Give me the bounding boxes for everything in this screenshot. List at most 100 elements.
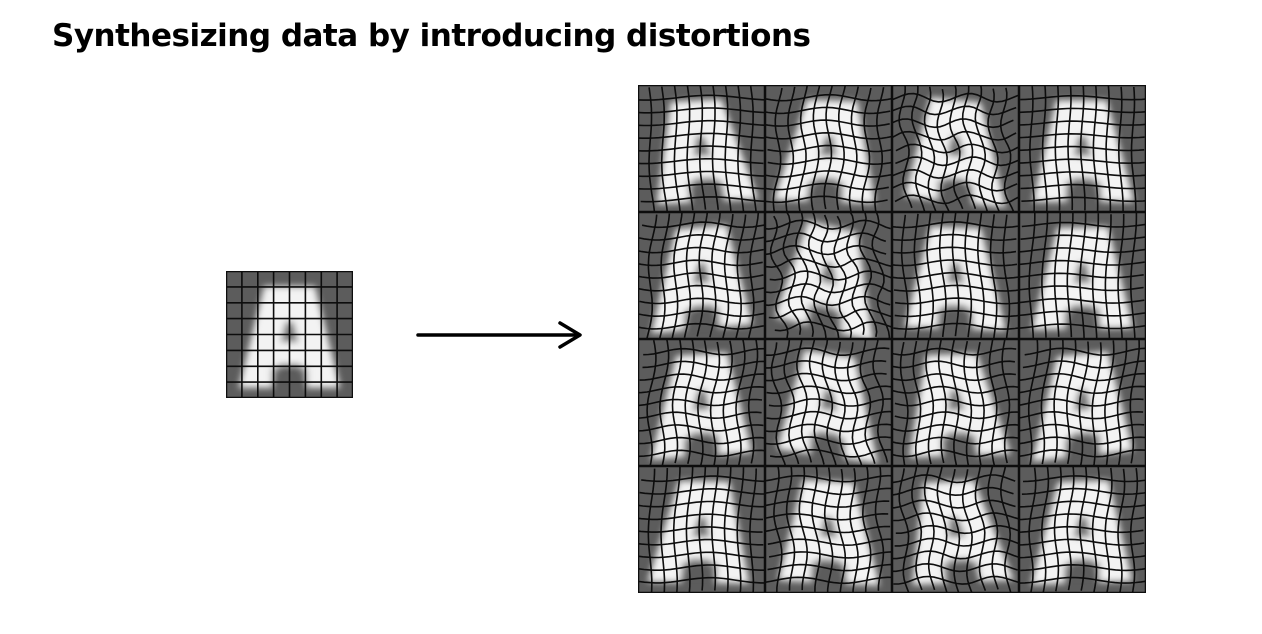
grid-line-horizontal bbox=[1019, 449, 1146, 458]
grid-line-horizontal bbox=[765, 525, 891, 534]
grid-line-vertical bbox=[1091, 213, 1100, 339]
grid-line-horizontal bbox=[892, 562, 1018, 573]
grid-line-vertical bbox=[849, 468, 859, 593]
grid-line-vertical bbox=[711, 85, 719, 210]
tile-border bbox=[1019, 212, 1146, 339]
tile-border bbox=[638, 212, 765, 339]
grid-line-horizontal bbox=[638, 170, 765, 178]
grid-line-horizontal bbox=[894, 537, 1019, 547]
distorted-tile bbox=[765, 212, 892, 339]
grid-line-vertical bbox=[949, 85, 964, 210]
grid-line-horizontal bbox=[765, 170, 892, 178]
grid-line-horizontal bbox=[765, 295, 891, 307]
grid-line-horizontal bbox=[638, 538, 764, 546]
warp-grid bbox=[638, 466, 765, 593]
grid-line-horizontal bbox=[768, 551, 892, 559]
grid-line-vertical bbox=[1002, 214, 1011, 339]
grid-line-horizontal bbox=[769, 270, 892, 281]
tile-border bbox=[638, 466, 765, 593]
warp-grid bbox=[226, 271, 353, 398]
grid-line-horizontal bbox=[638, 564, 765, 571]
grid-line-horizontal bbox=[638, 158, 764, 165]
grid-line-horizontal bbox=[1019, 410, 1144, 420]
grid-line-horizontal bbox=[1020, 183, 1146, 190]
grid-line-horizontal bbox=[1019, 398, 1144, 407]
warp-grid bbox=[892, 212, 1019, 339]
grid-line-vertical bbox=[1104, 214, 1112, 339]
letter-a-notch bbox=[683, 434, 720, 460]
letter-a-counter bbox=[1073, 262, 1092, 284]
grid-line-horizontal bbox=[770, 448, 892, 458]
grid-line-horizontal bbox=[1019, 323, 1146, 330]
letter-a-notch bbox=[684, 307, 720, 334]
grid-line-horizontal bbox=[638, 551, 765, 559]
tile-border bbox=[765, 339, 892, 466]
grid-line-horizontal bbox=[1019, 272, 1144, 279]
warp-grid bbox=[892, 85, 1019, 212]
distorted-tile bbox=[638, 466, 765, 593]
warp-grid bbox=[1019, 339, 1146, 466]
original-letter-tile bbox=[226, 271, 353, 398]
distorted-tile bbox=[892, 85, 1019, 212]
grid-line-vertical bbox=[846, 342, 863, 466]
grid-line-horizontal bbox=[766, 410, 892, 420]
grid-line-horizontal bbox=[638, 272, 764, 279]
warp-grid bbox=[765, 339, 892, 466]
grid-line-horizontal bbox=[767, 157, 892, 166]
distorted-tile bbox=[638, 85, 765, 212]
warp-grid bbox=[892, 339, 1019, 466]
grid-line-horizontal bbox=[894, 398, 1019, 407]
warp-grid bbox=[765, 466, 892, 593]
grid-line-horizontal bbox=[638, 310, 765, 318]
grid-line-vertical bbox=[961, 469, 973, 593]
tile-border bbox=[638, 85, 765, 212]
grid-line-vertical bbox=[1129, 468, 1139, 593]
grid-line-vertical bbox=[1129, 339, 1141, 464]
grid-line-vertical bbox=[737, 85, 745, 212]
grid-line-vertical bbox=[974, 85, 989, 212]
grid-line-vertical bbox=[836, 85, 847, 210]
grid-line-vertical bbox=[874, 466, 885, 591]
grid-line-horizontal bbox=[894, 194, 1019, 205]
grid-line-vertical bbox=[747, 212, 760, 339]
grid-line-horizontal bbox=[893, 575, 1019, 585]
grid-line-vertical bbox=[807, 212, 827, 339]
tile-border bbox=[638, 339, 765, 466]
grid-line-horizontal bbox=[1021, 196, 1146, 203]
grid-line-vertical bbox=[710, 466, 719, 591]
letter-a-notch bbox=[940, 434, 979, 459]
grid-line-horizontal bbox=[1019, 310, 1146, 317]
grid-line-horizontal bbox=[765, 576, 892, 585]
grid-line-horizontal bbox=[768, 398, 892, 407]
grid-line-vertical bbox=[871, 212, 891, 339]
grid-line-horizontal bbox=[638, 322, 764, 330]
tile-border bbox=[892, 466, 1019, 593]
grid-line-horizontal bbox=[639, 297, 765, 305]
grid-line-horizontal bbox=[894, 411, 1019, 420]
distorted-tile bbox=[1019, 466, 1146, 593]
warp-grid bbox=[1019, 212, 1146, 339]
grid-line-vertical bbox=[1117, 468, 1126, 593]
grid-line-horizontal bbox=[767, 144, 892, 153]
distorted-tile bbox=[1019, 85, 1146, 212]
grid-line-vertical bbox=[964, 212, 973, 338]
grid-line-horizontal bbox=[1019, 171, 1146, 177]
grid-line-vertical bbox=[1092, 85, 1099, 212]
distorted-tile bbox=[1019, 212, 1146, 339]
grid-line-horizontal bbox=[765, 436, 891, 445]
grid-line-vertical bbox=[735, 339, 746, 466]
grid-line-vertical bbox=[1105, 85, 1112, 212]
letter-a-counter bbox=[947, 389, 966, 411]
grid-line-vertical bbox=[1117, 213, 1125, 339]
grid-line-horizontal bbox=[893, 284, 1019, 292]
grid-line-vertical bbox=[821, 339, 837, 466]
tile-border bbox=[226, 271, 353, 398]
grid-line-vertical bbox=[999, 466, 1012, 593]
grid-line-vertical bbox=[1130, 86, 1137, 212]
grid-line-vertical bbox=[736, 467, 745, 593]
grid-line-horizontal bbox=[895, 297, 1019, 305]
distorted-tile bbox=[638, 212, 765, 339]
grid-line-vertical bbox=[923, 86, 937, 212]
letter-a-counter bbox=[1073, 135, 1092, 157]
grid-line-vertical bbox=[874, 87, 885, 212]
